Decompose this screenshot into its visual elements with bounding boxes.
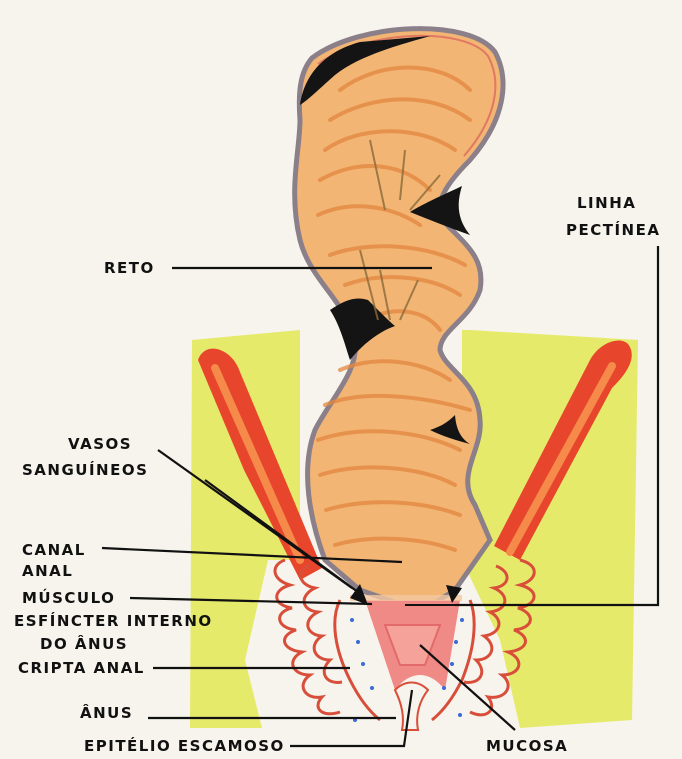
label-anus: ÂNUS xyxy=(80,704,133,723)
rectum-outline xyxy=(295,29,503,606)
label-esfincter: ESFÍNCTER INTERNO xyxy=(14,612,213,631)
label-do-anus: DO ÂNUS xyxy=(40,635,128,654)
label-sanguineos: SANGUÍNEOS xyxy=(22,461,148,480)
label-cripta-anal: CRIPTA ANAL xyxy=(18,659,145,678)
label-reto: RETO xyxy=(104,259,155,278)
label-canal: CANAL xyxy=(22,541,86,560)
label-linha: LINHA xyxy=(577,194,636,213)
label-anal: ANAL xyxy=(22,562,73,581)
label-epitelio-escamoso: EPITÉLIO ESCAMOSO xyxy=(84,737,285,756)
label-mucosa: MUCOSA xyxy=(486,737,568,756)
label-musculo: MÚSCULO xyxy=(22,589,115,608)
label-pectinea: PECTÍNEA xyxy=(566,221,660,240)
label-vasos: VASOS xyxy=(68,435,132,454)
anus-opening xyxy=(395,683,428,731)
